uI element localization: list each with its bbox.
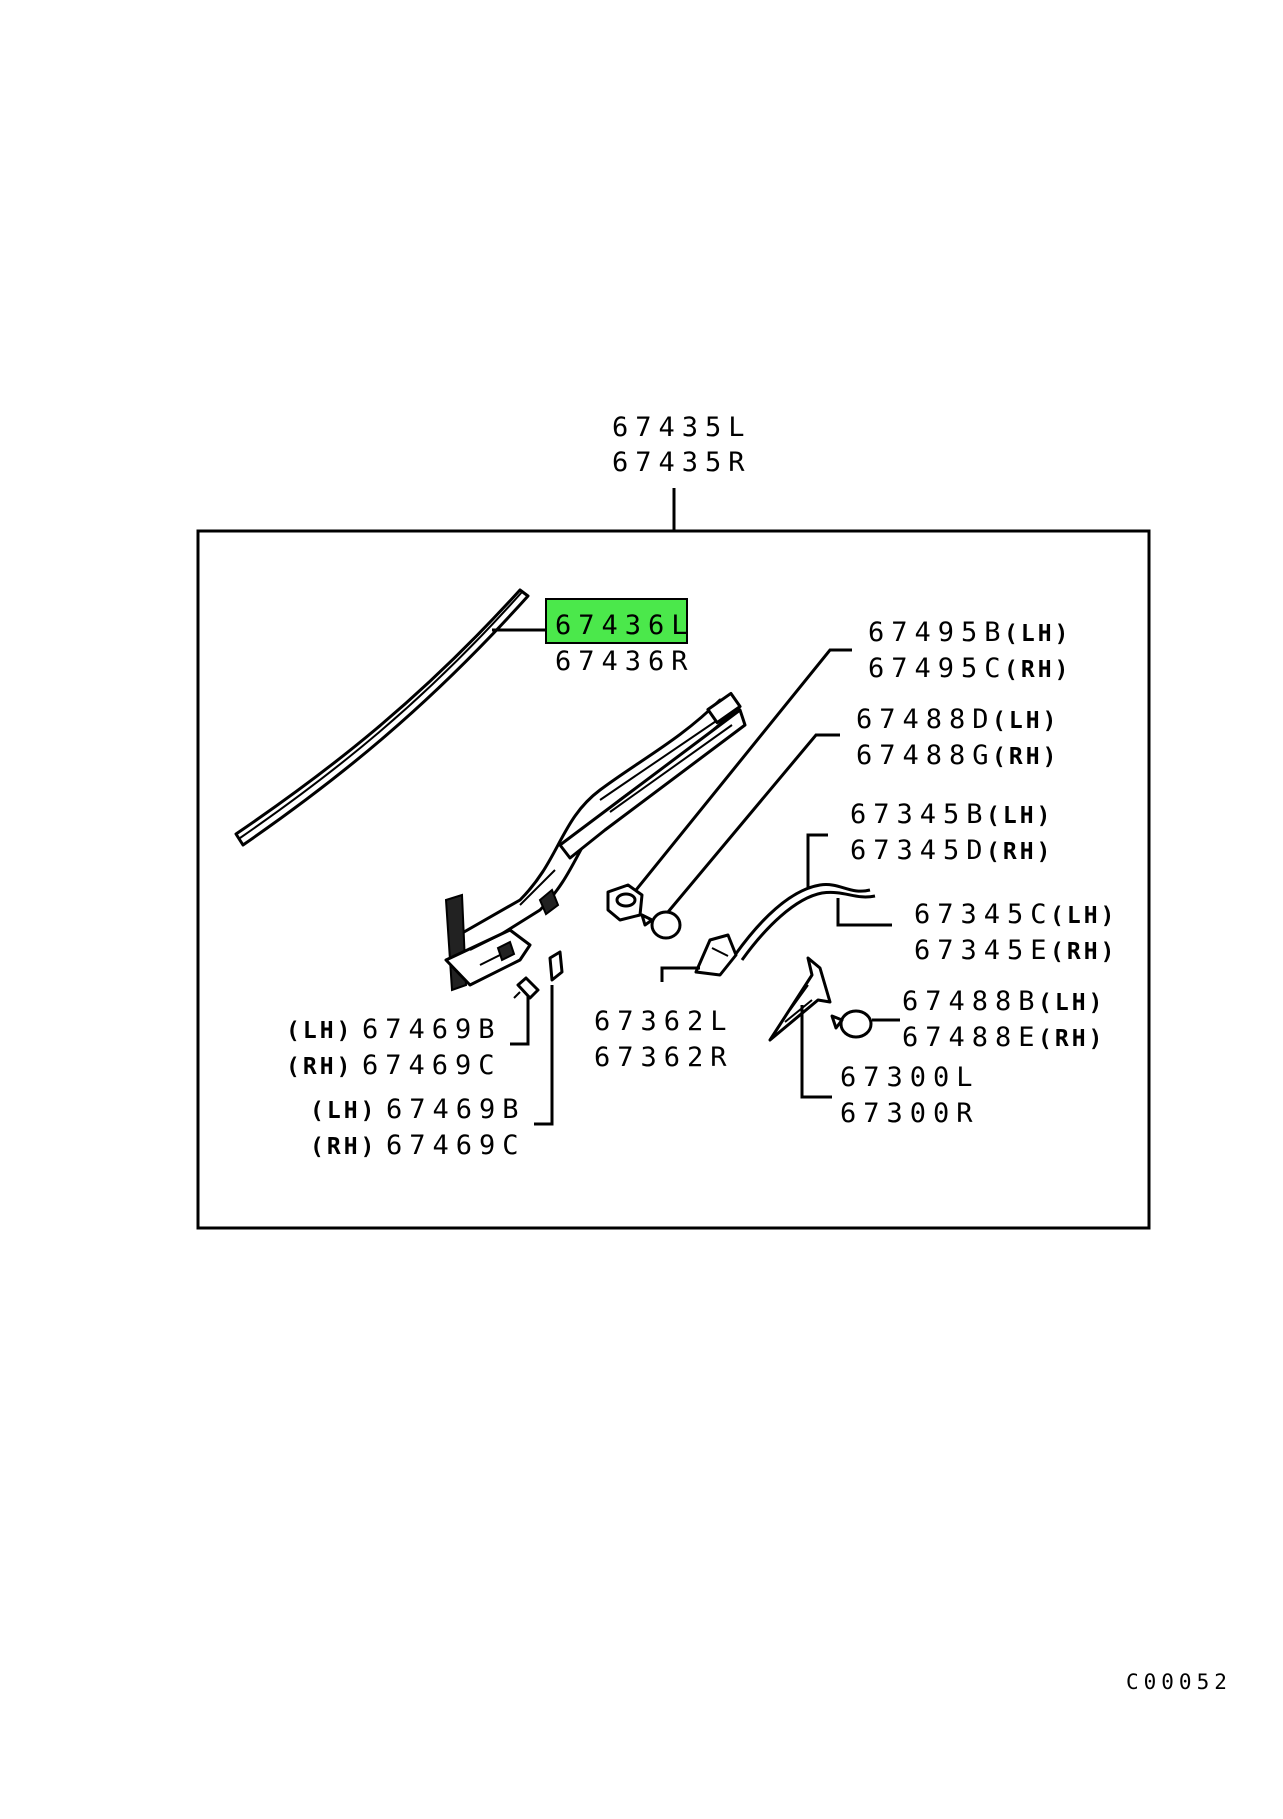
label-67435L[interactable]: 67435L — [612, 412, 752, 443]
highlight-67436L — [545, 598, 688, 644]
label-67495B[interactable]: 67495B — [868, 617, 1008, 648]
label-67488D[interactable]: 67488D — [856, 704, 996, 735]
leader-67488D — [666, 733, 840, 913]
leader-67469-a — [510, 995, 530, 1046]
label-67436L[interactable]: 67436L — [555, 610, 695, 641]
leader-67300 — [800, 1005, 832, 1099]
prefix-lh-67469B-b: (LH) — [310, 1098, 377, 1124]
cable-part — [733, 883, 876, 961]
latch-part — [694, 933, 738, 977]
bracket-part — [768, 956, 832, 1042]
label-67469C-a[interactable]: 67469C — [362, 1050, 502, 1081]
prefix-rh-67469C-b: (RH) — [310, 1134, 377, 1160]
prefix-rh-67469C-a: (RH) — [286, 1054, 353, 1080]
label-67362L[interactable]: 67362L — [594, 1006, 734, 1037]
label-67345C[interactable]: 67345C — [914, 899, 1054, 930]
label-67362R[interactable]: 67362R — [594, 1042, 734, 1073]
suffix-rh-67495C: (RH) — [1004, 657, 1071, 683]
label-67495C[interactable]: 67495C — [868, 653, 1008, 684]
leader-67495 — [634, 648, 852, 891]
label-67488B[interactable]: 67488B — [902, 986, 1042, 1017]
suffix-lh-67495B: (LH) — [1004, 621, 1071, 647]
label-67435R[interactable]: 67435R — [612, 447, 752, 478]
label-67488E[interactable]: 67488E — [902, 1022, 1042, 1053]
suffix-rh-67488E: (RH) — [1038, 1026, 1105, 1052]
label-67300R[interactable]: 67300R — [840, 1098, 980, 1129]
suffix-lh-67488B: (LH) — [1038, 990, 1105, 1016]
clip-part-488d — [640, 910, 682, 940]
leader-67345B — [806, 833, 828, 889]
label-67436R[interactable]: 67436R — [555, 646, 695, 677]
suffix-lh-67345C: (LH) — [1050, 903, 1117, 929]
small-clip-part-b — [548, 950, 564, 982]
label-67469B-a[interactable]: 67469B — [362, 1014, 502, 1045]
suffix-rh-67488G: (RH) — [992, 744, 1059, 770]
leader-67469-b — [534, 985, 554, 1126]
label-67469C-b[interactable]: 67469C — [386, 1130, 526, 1161]
clip-part-488b — [830, 1009, 873, 1039]
label-67488G[interactable]: 67488G — [856, 740, 996, 771]
label-67345E[interactable]: 67345E — [914, 935, 1054, 966]
suffix-rh-67345D: (RH) — [986, 839, 1053, 865]
label-67345B[interactable]: 67345B — [850, 799, 990, 830]
label-67300L[interactable]: 67300L — [840, 1062, 980, 1093]
suffix-rh-67345E: (RH) — [1050, 939, 1117, 965]
garnish-assembly-part — [444, 691, 747, 992]
leader-67362 — [660, 966, 700, 982]
diagram-code: C00052 — [1126, 1670, 1232, 1694]
suffix-lh-67488D: (LH) — [992, 708, 1059, 734]
weatherstrip-part — [234, 588, 530, 847]
label-67469B-b[interactable]: 67469B — [386, 1094, 526, 1125]
label-67345D[interactable]: 67345D — [850, 835, 990, 866]
suffix-lh-67345B: (LH) — [986, 803, 1053, 829]
leader-67345C — [836, 898, 892, 927]
grommet-part — [606, 883, 644, 922]
small-clip-part-a — [513, 976, 540, 1000]
prefix-lh-67469B-a: (LH) — [286, 1018, 353, 1044]
